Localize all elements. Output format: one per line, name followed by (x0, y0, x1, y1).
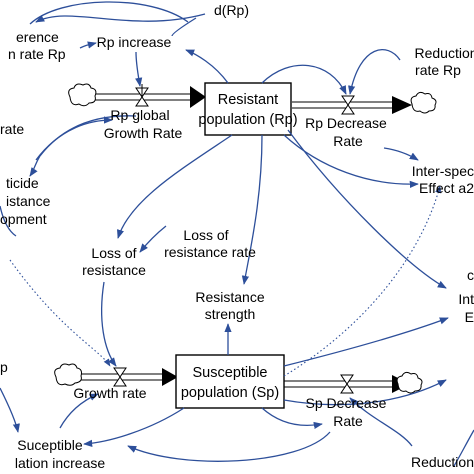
link-arrow (0, 387, 20, 433)
rp-global-growth-label: Growth Rate (104, 125, 183, 141)
link-arrow (287, 129, 447, 289)
rp-inflow-pipe (82, 86, 206, 108)
link-arrow (283, 134, 419, 188)
link-arrow (171, 17, 197, 37)
link-arrow (261, 64, 347, 95)
d-rp-label: d(Rp) (214, 2, 249, 18)
resistant-population-stock: Resistant population (Rp) (198, 82, 298, 136)
cloud-icon (410, 91, 437, 114)
suceptible-increase-label: lation increase (15, 455, 105, 471)
cloud-icon (54, 363, 82, 386)
link-arrow (241, 134, 263, 285)
pesticide-label: opment (0, 211, 47, 227)
reduction-bottom-label: Reduction (411, 454, 474, 470)
stock-label: population (Sp) (181, 385, 279, 401)
growth-rate-valve (113, 367, 127, 387)
link-arrow (383, 147, 419, 161)
loss-of-resistance-rate-label: Loss of (183, 227, 228, 243)
sp-decrease-label: Rate (333, 413, 363, 429)
link-arrow (283, 379, 447, 406)
sp-decrease-valve (340, 374, 354, 394)
link-arrow (283, 317, 449, 367)
link-arrow (35, 116, 113, 161)
right-c-label: c (467, 267, 474, 283)
difference-rate-label: n rate Rp (8, 46, 66, 62)
int-effect-label: Int (458, 291, 474, 307)
loss-of-resistance-label: Loss of (91, 245, 136, 261)
link-arrow (261, 407, 323, 430)
link-arrow (348, 48, 401, 95)
stock-label: Resistant (218, 92, 278, 108)
resistance-strength-label: Resistance (195, 289, 264, 305)
suceptible-increase-label: Suceptible (17, 437, 83, 453)
link-arrow (117, 134, 233, 239)
link-arrow (29, 155, 41, 177)
rp-outflow-pipe (292, 96, 412, 114)
link-arrow (453, 429, 474, 467)
dotted-link (283, 185, 442, 377)
link-arrow (83, 407, 185, 447)
loss-of-resistance-label: resistance (82, 262, 146, 278)
link-arrow (79, 41, 97, 49)
rp-global-growth-valve (135, 84, 149, 107)
rate-label: rate (0, 121, 24, 137)
rp-decrease-label: Rp Decrease (305, 115, 387, 131)
loss-of-resistance-rate-label: resistance rate (164, 244, 256, 260)
link-arrow (185, 49, 229, 84)
link-arrow (139, 225, 167, 253)
link-arrow (0, 205, 17, 237)
reduction-rate-rp-label: Reduction (414, 45, 474, 61)
resistance-strength-label: strength (205, 306, 256, 322)
dotted-links (9, 185, 442, 377)
stock-label: Susceptible (193, 365, 268, 381)
reduction-rate-rp-label: rate Rp (415, 62, 461, 78)
rp-decrease-valve (341, 95, 355, 115)
link-arrow (101, 281, 117, 367)
sp-decrease-label: Sp Decrease (306, 395, 387, 411)
growth-rate-label: Growth rate (73, 385, 146, 401)
cloud-icon (396, 371, 423, 394)
inter-species-label: Inter-spec (412, 163, 474, 179)
link-arrow (35, 13, 206, 23)
link-arrow (59, 393, 99, 429)
int-effect-label: E (465, 309, 474, 325)
rp-decrease-label: Rate (333, 133, 363, 149)
inter-species-label: Effect a2 (419, 180, 474, 196)
difference-rate-label: erence (16, 29, 59, 45)
link-arrow (349, 397, 413, 447)
rp-increase-label: Rp increase (97, 34, 172, 50)
link-arrow (127, 431, 331, 462)
cloud-icon (68, 83, 97, 107)
pesticide-label: ticide (6, 175, 39, 191)
stock-label: population (Rp) (198, 112, 297, 128)
rp-global-growth-label: Rp global (110, 107, 169, 123)
left-p-label: p (0, 359, 8, 375)
link-arrow (135, 51, 143, 87)
pesticide-label: istance (6, 193, 51, 209)
link-arrow (29, 1, 189, 25)
sp-inflow-pipe (72, 368, 178, 386)
susceptible-population-stock: Susceptible population (Sp) (175, 354, 285, 409)
